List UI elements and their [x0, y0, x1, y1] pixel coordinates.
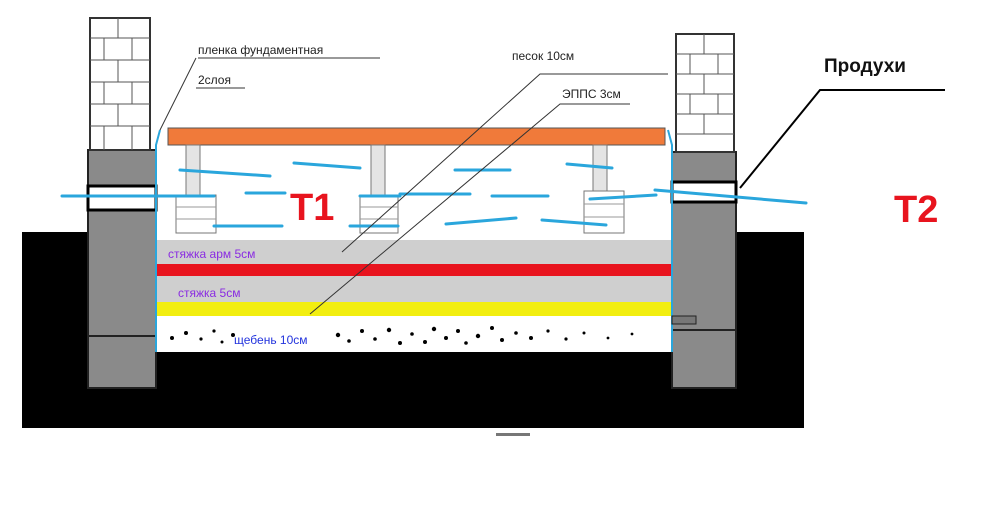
upper-screed-label: стяжка арм 5см [168, 247, 255, 261]
airflow-lines [60, 161, 808, 228]
right-brick-column [675, 33, 735, 153]
gravel-stones [170, 326, 634, 345]
vents-label: Продухи [824, 56, 906, 77]
eps-layer [156, 264, 672, 276]
lower-screed-layer [156, 276, 672, 302]
t1-label: T1 [290, 187, 334, 229]
foundation-film-left [155, 129, 161, 352]
left-brick-column [89, 17, 151, 151]
ground-marker [496, 433, 530, 436]
floor-board [167, 127, 666, 146]
gravel-label: щебень 10см [234, 333, 308, 347]
support-post-left [175, 144, 217, 234]
leader-lines [159, 57, 668, 315]
film-label: пленка фундаментная [198, 43, 323, 57]
t2-label: T2 [894, 189, 938, 231]
sand-layer [156, 302, 672, 316]
eps-label: ЭППС 3см [562, 87, 621, 101]
small-sill-marker [671, 315, 697, 325]
gravel-layer [156, 316, 672, 352]
upper-screed-layer [156, 240, 672, 264]
lower-screed-label: стяжка 5см [178, 286, 240, 300]
sand-label: песок 10см [512, 49, 574, 63]
foundation-film-right [667, 129, 673, 352]
film-layers-label: 2слоя [198, 73, 231, 87]
vents-leader-line [739, 89, 945, 189]
left-vent-opening [86, 184, 158, 212]
